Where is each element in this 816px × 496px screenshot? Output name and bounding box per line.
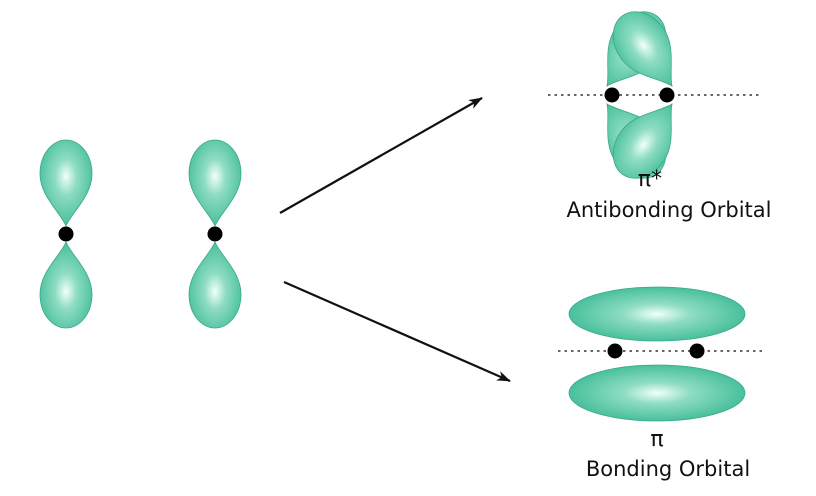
bonding-orbital	[558, 286, 766, 422]
p-orbital-left-1	[39, 139, 93, 329]
nucleus-dot	[604, 87, 620, 103]
nucleus-dot	[659, 87, 675, 103]
orbital-lobe-lower	[568, 364, 746, 422]
orbital-lobe-upper	[39, 139, 93, 227]
p-orbital-left-2	[188, 139, 242, 329]
orbital-lobe-upper	[188, 139, 242, 227]
antibonding-orbital	[548, 0, 760, 190]
bonding-symbol: π	[650, 427, 663, 452]
antibonding-symbol: π*	[638, 167, 662, 192]
nucleus-dot	[207, 226, 223, 242]
nucleus-dot	[689, 343, 705, 359]
orbital-lobe-lower	[188, 241, 242, 329]
arrow-to-bonding	[283, 280, 511, 383]
orbital-lobe-lower	[39, 241, 93, 329]
orbital-lobe-upper	[568, 286, 746, 342]
nucleus-dot	[58, 226, 74, 242]
bonding-caption: Bonding Orbital	[586, 457, 750, 481]
nucleus-dot	[607, 343, 623, 359]
arrow-to-antibonding	[279, 97, 483, 214]
antibonding-caption: Antibonding Orbital	[567, 198, 772, 222]
